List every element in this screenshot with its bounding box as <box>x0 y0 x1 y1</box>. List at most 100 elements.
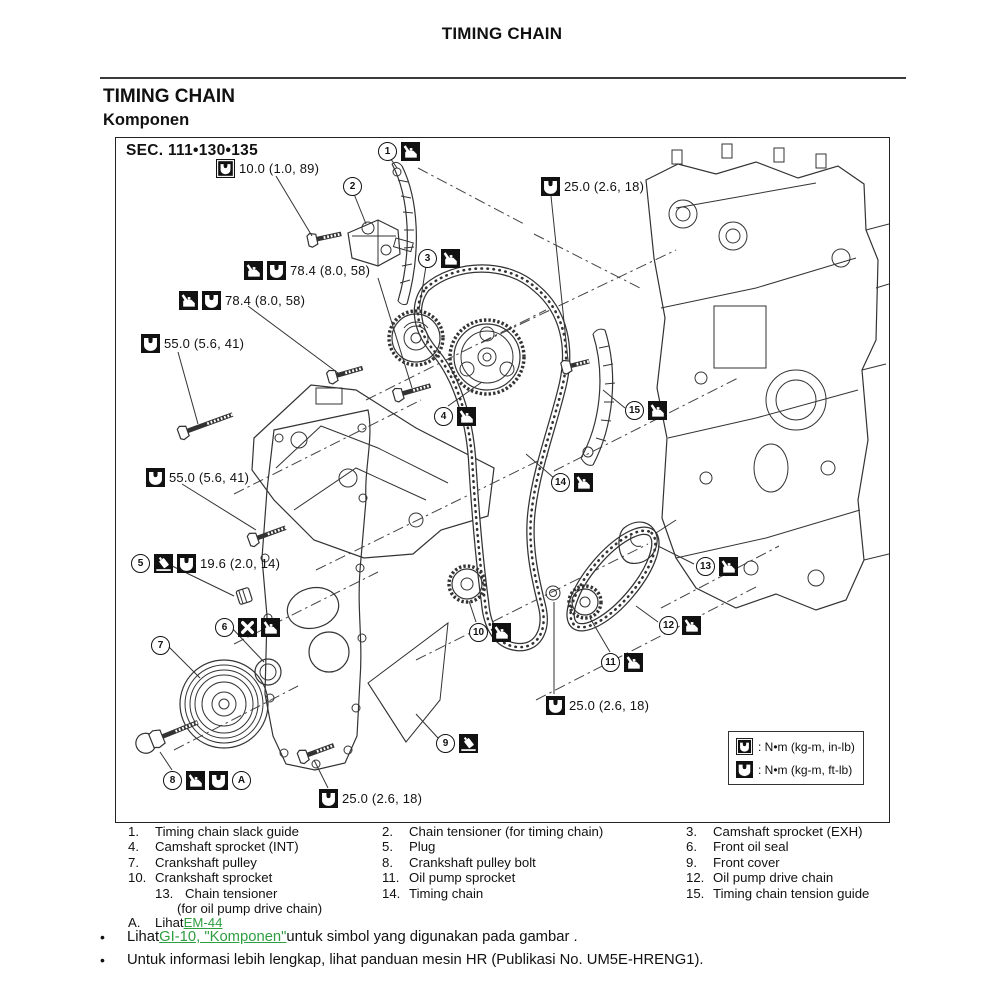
part-item-label: Crankshaft sprocket <box>155 870 273 886</box>
oil-icon <box>261 618 280 637</box>
part-callout-7: 7 <box>151 636 170 655</box>
oil-icon <box>624 653 643 672</box>
part-item: 5. Plug <box>382 839 672 854</box>
part-item-number: 4. <box>128 839 139 855</box>
part-callout-4: 4 <box>434 407 476 426</box>
oil-icon <box>244 261 263 280</box>
part-callout-3: 3 <box>418 249 460 268</box>
torque-ftlb-icon <box>141 334 160 353</box>
link-em-44[interactable]: EM-44 <box>183 915 223 930</box>
torque-ftlb-icon <box>202 291 221 310</box>
part-callout-9: 9 <box>436 734 478 753</box>
section-heading: TIMING CHAIN <box>103 86 235 107</box>
part-item-label: Timing chain slack guide <box>155 824 299 839</box>
part-callout-11: 11 <box>601 653 643 672</box>
rear-bracket <box>251 384 495 559</box>
bullet-marker: • <box>100 952 105 968</box>
section-subheading: Komponen <box>103 111 190 129</box>
part-item-number: 9. <box>686 854 697 870</box>
part-item: 6.Front oil seal <box>686 839 916 854</box>
part-number-badge: 13 <box>696 557 715 576</box>
legend-label: : N•m (kg-m, ft-lb) <box>758 762 853 777</box>
torque-value: 10.0 (1.0, 89) <box>239 161 320 176</box>
torque-value: 25.0 (2.6, 18) <box>569 698 650 713</box>
bullet-item: •Lihat GI-10, "Komponen" untuk simbol ya… <box>100 929 578 945</box>
part-item-label: Front oil seal <box>713 839 789 855</box>
crankshaft-sprocket <box>447 564 487 604</box>
part-number-badge: 10 <box>469 623 488 642</box>
part-item-label: Timing chain tension guide <box>713 885 870 901</box>
torque-ftlb-icon <box>541 177 560 196</box>
part-item-label: Crankshaft pulley <box>155 854 257 870</box>
part-number-badge: 1 <box>378 142 397 161</box>
part-item: 2.Chain tensioner (for timing chain) <box>382 824 672 839</box>
part-callout-12: 12 <box>659 616 701 635</box>
projection-lines <box>173 167 780 751</box>
torque-callout: 25.0 (2.6, 18) <box>319 789 422 808</box>
part-item: 1.Timing chain slack guide <box>128 824 378 839</box>
part-number-badge: 14 <box>551 473 570 492</box>
part-number-badge: 5 <box>131 554 150 573</box>
sealant-icon <box>154 554 173 573</box>
part-item-number: 13. <box>155 885 174 901</box>
torque-inlb-icon <box>216 159 235 178</box>
part-callout-13: 13 <box>696 557 738 576</box>
part-item-number: 10. <box>128 870 147 886</box>
part-item: 13.Chain tensioner <box>128 886 378 901</box>
legend-rows: : N•m (kg-m, in-lb): N•m (kg-m, ft-lb) <box>736 738 855 778</box>
part-item-label: (for oil pump drive chain) <box>177 901 323 917</box>
oil-pump-sprocket <box>545 584 603 620</box>
part-number-badge: 2 <box>343 177 362 196</box>
diagram-frame: SEC. 111•130•135 10.0 (1.0, 89) 25.0 (2.6… <box>115 137 890 823</box>
link-gi-10-komponen[interactable]: GI-10, "Komponen" <box>159 929 287 945</box>
part-item-label: Timing chain <box>409 885 484 901</box>
oil-icon <box>401 142 420 161</box>
part-number-badge: 15 <box>625 401 644 420</box>
bolts <box>135 231 590 765</box>
note-a-row: A. Lihat EM-44 <box>128 915 222 930</box>
torque-ftlb-icon <box>319 789 338 808</box>
part-item: 12.Oil pump drive chain <box>686 870 916 885</box>
camshaft-sprocket-int <box>448 318 526 396</box>
crankshaft-pulley <box>179 659 269 749</box>
part-item: 14. Timing chain <box>382 886 672 901</box>
part-item: 7.Crankshaft pulley <box>128 855 378 870</box>
part-item: 10. Crankshaft sprocket <box>128 870 378 885</box>
camshaft-sprocket-exh <box>387 309 445 367</box>
oil-pump-drive-chain <box>566 526 660 632</box>
callout-layer: 10.0 (1.0, 89)25.0 (2.6, 18)78.4 (8.0, 5… <box>116 138 889 822</box>
torque-inlb-icon <box>736 738 753 755</box>
badge-a-icon: A <box>232 771 251 790</box>
part-item-label: Camshaft sprocket (INT) <box>155 839 299 855</box>
diagram-sec-label: SEC. 111•130•135 <box>126 142 259 159</box>
part-number-badge: 8 <box>163 771 182 790</box>
torque-callout: 25.0 (2.6, 18) <box>541 177 644 196</box>
torque-value: 55.0 (5.6, 41) <box>164 336 245 351</box>
torque-ftlb-icon <box>546 696 565 715</box>
part-item-number: 14. <box>382 885 401 901</box>
engine-block <box>645 143 889 611</box>
part-item-number: 2. <box>382 824 393 839</box>
part-item-label: Plug <box>409 839 436 855</box>
part-item: (for oil pump drive chain) <box>128 901 378 916</box>
bullet-text: Untuk informasi lebih lengkap, lihat pan… <box>127 952 704 968</box>
bullet-item: • Untuk informasi lebih lengkap, lihat pa… <box>100 952 704 968</box>
torque-legend: : N•m (kg-m, in-lb): N•m (kg-m, ft-lb) <box>728 731 864 785</box>
part-number-badge: 12 <box>659 616 678 635</box>
part-item-number: 5. <box>382 839 393 855</box>
part-number-badge: 3 <box>418 249 437 268</box>
torque-value: 55.0 (5.6, 41) <box>169 470 250 485</box>
torque-ftlb-icon <box>736 761 753 778</box>
oil-icon <box>719 557 738 576</box>
torque-ftlb-icon <box>267 261 286 280</box>
bullet-text: Lihat <box>127 929 160 945</box>
part-item-number: 3. <box>686 824 697 839</box>
replace-icon <box>238 618 257 637</box>
part-item: 4. Camshaft sprocket (INT) <box>128 839 378 854</box>
part-item-number: 11. <box>382 870 400 886</box>
header-divider <box>100 77 906 79</box>
part-callout-15: 15 <box>625 401 667 420</box>
part-item-label: Front cover <box>713 854 780 870</box>
torque-ftlb-icon <box>146 468 165 487</box>
